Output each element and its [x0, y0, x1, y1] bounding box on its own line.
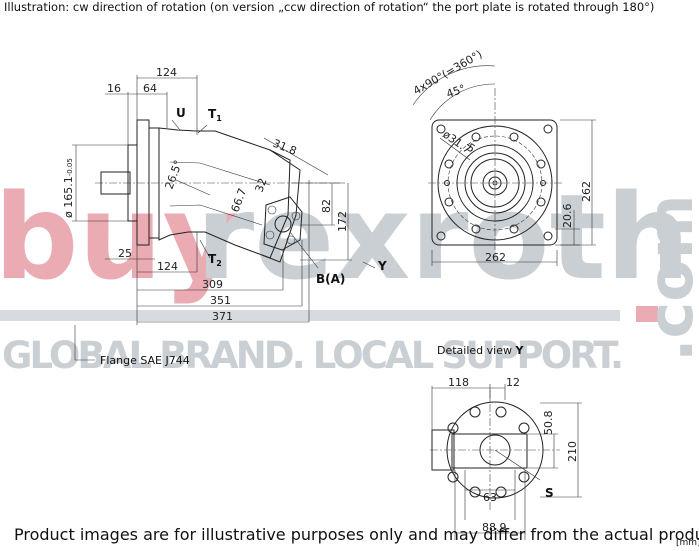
watermark-tagline: GLOBAL BRAND. LOCAL SUPPORT. — [2, 334, 624, 377]
disclaimer-footer: Product images are for illustrative purp… — [14, 525, 699, 544]
dim-20-6: 20.6 — [561, 204, 574, 229]
dim-64: 64 — [143, 82, 157, 95]
view-arrow-y: Y — [377, 259, 387, 273]
dim-63: 63 — [483, 491, 497, 504]
dim-88-9: 88.9 — [482, 521, 507, 534]
port-label-t2: T2 — [208, 252, 222, 268]
port-label-u: U — [176, 106, 186, 120]
dim-16: 16 — [107, 82, 121, 95]
dim-118: 118 — [448, 376, 469, 389]
dim-31-8: 31.8 — [271, 137, 299, 158]
watermark-rexroth: rexroth — [196, 168, 690, 306]
dim-50-8: 50.8 — [542, 411, 555, 436]
port-label-ba: B(A) — [316, 272, 345, 286]
watermark-buy: buy — [0, 168, 239, 306]
dim-124-top: 124 — [156, 66, 177, 79]
unit-label: [mm] — [676, 538, 699, 548]
detail-view-caption: Detailed view Y — [437, 344, 524, 357]
watermark-band — [0, 310, 620, 321]
watermark-dot — [636, 306, 658, 322]
detail-view-y-drawing: Detailed view Y 118 12 50.8 210 63 88.9 … — [430, 344, 582, 540]
dim-165: ø 165.1-0.05 — [62, 158, 75, 218]
dim-371: 371 — [212, 310, 233, 323]
illustration-title: Illustration: cw direction of rotation (… — [4, 0, 655, 14]
port-label-s: S — [545, 486, 554, 500]
dim-25: 25 — [118, 247, 132, 260]
side-view-drawing: 124 16 64 31.8 26.5° 66.7 32 82 172 ø 16… — [62, 66, 387, 367]
watermark: buy rexroth GLOBAL BRAND. LOCAL SUPPORT.… — [0, 168, 699, 377]
dim-210: 210 — [566, 441, 579, 462]
dim-12: 12 — [506, 376, 520, 389]
dim-172: 172 — [336, 211, 349, 232]
dim-262-vertical: 262 — [580, 181, 593, 202]
flange-note: Flange SAE J744 — [100, 354, 190, 367]
dim-angle-45: 45° — [445, 82, 468, 101]
watermark-com: .com — [634, 194, 699, 362]
dim-351: 351 — [210, 294, 231, 307]
dim-262-horizontal: 262 — [485, 251, 506, 264]
dim-32: 32 — [253, 176, 270, 194]
dim-124-bottom: 124 — [157, 260, 178, 273]
dim-82: 82 — [320, 199, 333, 213]
port-label-t1: T1 — [208, 107, 222, 123]
dim-309: 309 — [202, 278, 223, 291]
